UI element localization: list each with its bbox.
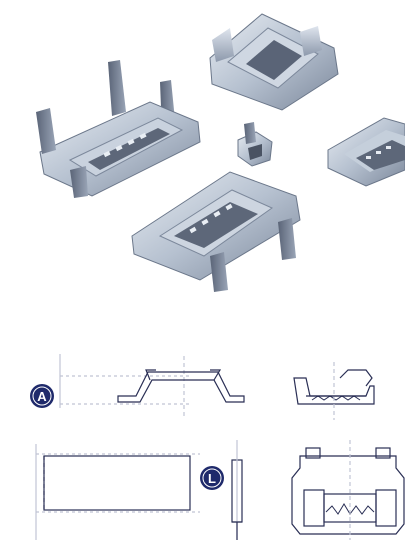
technical-drawing-end-view [293, 362, 375, 420]
badge-label-length: L [208, 471, 216, 486]
buckle-large-left [36, 60, 201, 198]
buckle-ear [278, 218, 296, 260]
technical-drawing-top-view [291, 440, 405, 540]
buckle-slot [246, 40, 302, 80]
badge-label-height: A [37, 389, 47, 404]
buckle-tab [108, 60, 126, 116]
buckle-right-partial [327, 117, 405, 187]
technical-drawing-side-view [59, 354, 245, 418]
buckle-slot [174, 202, 258, 248]
buckle-bottom-center [131, 171, 301, 292]
dimension-badge-height: A [30, 384, 54, 408]
buckle-slot [88, 128, 170, 170]
buckle-small-piece [237, 122, 273, 167]
buckle-ear [210, 252, 228, 292]
technical-drawing-plan-view [35, 440, 243, 540]
buckle-ear [36, 108, 56, 154]
buckle-tab [300, 26, 322, 56]
buckle-serrations [103, 132, 147, 158]
buckle-serrations [189, 203, 233, 234]
buckle-top-center [209, 13, 339, 111]
dimension-badge-length: L [200, 466, 224, 490]
buckle-ear [70, 166, 88, 198]
buckle-tab [212, 28, 234, 62]
